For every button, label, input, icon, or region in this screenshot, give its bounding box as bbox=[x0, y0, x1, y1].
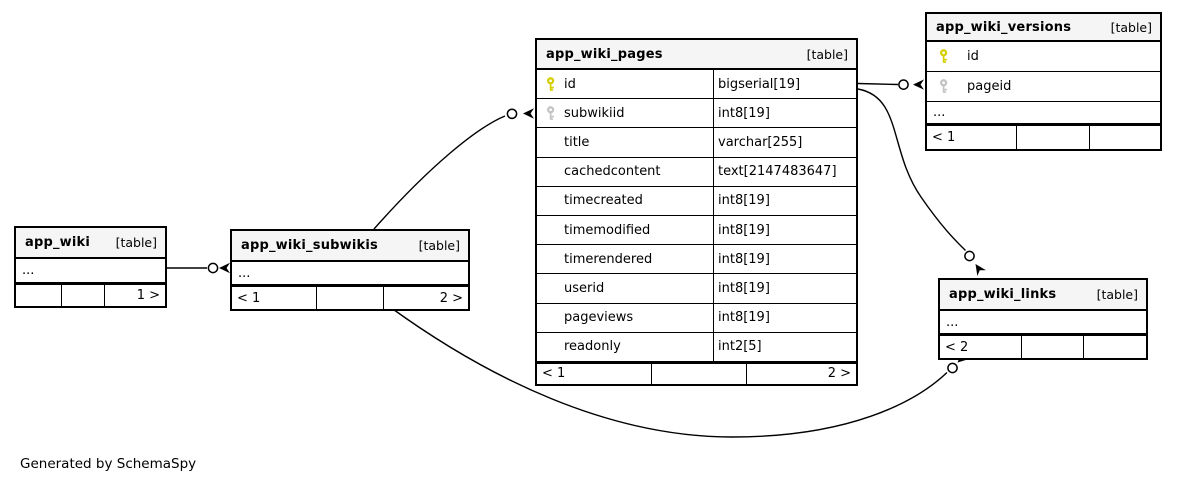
table-tag: [table] bbox=[418, 238, 460, 253]
column-name: userid bbox=[564, 280, 605, 296]
relation-pages-versions bbox=[857, 79, 924, 90]
table-footer: 1 > bbox=[16, 283, 165, 306]
table-footer: < 1 bbox=[927, 124, 1160, 149]
table-header-app-wiki-subwikis[interactable]: app_wiki_subwikis [table] bbox=[232, 231, 468, 262]
column-type: int8[19] bbox=[713, 303, 856, 332]
footer-spacer bbox=[62, 285, 105, 306]
table-header-app-wiki[interactable]: app_wiki [table] bbox=[16, 228, 165, 259]
table-footer: < 1 2 > bbox=[537, 361, 856, 384]
footer-children-count: 2 > bbox=[439, 290, 463, 306]
column-row-pageid: pageid bbox=[927, 72, 1160, 102]
column-type: int8[19] bbox=[713, 186, 856, 215]
column-row-subwikiid: subwikiid int8[19] bbox=[537, 99, 856, 129]
column-row-cachedcontent: cachedcontent text[2147483647] bbox=[537, 157, 856, 187]
column-name: timemodified bbox=[564, 222, 651, 238]
table-tag: [table] bbox=[1110, 19, 1152, 35]
table-header-app-wiki-links[interactable]: app_wiki_links [table] bbox=[940, 280, 1146, 311]
column-type: text[2147483647] bbox=[713, 157, 856, 186]
footer-children-count: 2 > bbox=[827, 366, 851, 382]
column-name: readonly bbox=[564, 339, 621, 355]
column-row-id: id bigserial[19] bbox=[537, 70, 856, 100]
table-app-wiki-subwikis: app_wiki_subwikis [table] ... < 1 2 > bbox=[230, 229, 470, 311]
column-name: id bbox=[564, 76, 576, 92]
column-type: int8[19] bbox=[713, 99, 856, 128]
table-header-app-wiki-versions[interactable]: app_wiki_versions [table] bbox=[927, 14, 1160, 42]
table-app-wiki-links: app_wiki_links [table] ... < 2 bbox=[938, 278, 1148, 360]
column-row-timerendered: timerendered int8[19] bbox=[537, 245, 856, 275]
column-row-userid: userid int8[19] bbox=[537, 274, 856, 304]
column-row-title: title varchar[255] bbox=[537, 128, 856, 158]
foreign-key-icon bbox=[927, 79, 967, 94]
column-row-pageviews: pageviews int8[19] bbox=[537, 303, 856, 333]
table-tag: [table] bbox=[806, 46, 848, 62]
hidden-columns-ellipsis: ... bbox=[232, 262, 468, 285]
generated-by-label: Generated by SchemaSpy bbox=[20, 456, 197, 472]
table-name: app_wiki_pages bbox=[546, 46, 663, 62]
footer-children-count bbox=[1084, 336, 1146, 358]
column-row-timecreated: timecreated int8[19] bbox=[537, 186, 856, 216]
table-app-wiki-versions: app_wiki_versions [table] id pageid ... … bbox=[925, 12, 1162, 151]
column-name: cachedcontent bbox=[564, 164, 661, 180]
column-name: pageviews bbox=[564, 310, 634, 326]
column-name: timerendered bbox=[564, 251, 653, 267]
column-name: subwikiid bbox=[564, 105, 625, 121]
table-name: app_wiki bbox=[25, 235, 91, 250]
hidden-columns-ellipsis: ... bbox=[16, 259, 165, 283]
footer-parents-count: < 1 bbox=[232, 287, 317, 309]
relation-wiki-subwikis bbox=[167, 262, 230, 274]
foreign-key-icon bbox=[537, 105, 564, 121]
table-header-app-wiki-pages[interactable]: app_wiki_pages [table] bbox=[537, 40, 856, 70]
footer-parents-count bbox=[16, 285, 62, 306]
table-name: app_wiki_subwikis bbox=[241, 238, 378, 253]
footer-spacer bbox=[317, 287, 384, 309]
table-footer: < 2 bbox=[940, 334, 1146, 358]
hidden-columns-ellipsis: ... bbox=[940, 311, 1146, 334]
table-name: app_wiki_links bbox=[949, 287, 1057, 302]
relation-pages-links bbox=[857, 88, 986, 277]
column-row-id: id bbox=[927, 42, 1160, 72]
column-row-timemodified: timemodified int8[19] bbox=[537, 215, 856, 246]
table-app-wiki-pages: app_wiki_pages [table] id bigserial[19] … bbox=[535, 38, 858, 386]
table-name: app_wiki_versions bbox=[936, 19, 1072, 35]
table-tag: [table] bbox=[1096, 287, 1138, 302]
column-name: id bbox=[967, 49, 979, 64]
footer-parents-count: < 1 bbox=[537, 363, 652, 384]
relation-subwikis-pages bbox=[373, 108, 534, 230]
table-tag: [table] bbox=[115, 235, 157, 250]
footer-children-count bbox=[1090, 126, 1160, 149]
footer-spacer bbox=[1017, 126, 1090, 149]
column-type: int8[19] bbox=[713, 274, 856, 303]
table-footer: < 1 2 > bbox=[232, 285, 468, 309]
footer-parents-count: < 2 bbox=[940, 336, 1022, 358]
footer-spacer bbox=[1022, 336, 1084, 358]
hidden-columns-ellipsis: ... bbox=[927, 102, 1160, 124]
column-type: int8[19] bbox=[713, 245, 856, 274]
column-type: varchar[255] bbox=[713, 128, 856, 157]
primary-key-icon bbox=[927, 49, 967, 64]
column-type: int2[5] bbox=[713, 332, 856, 361]
primary-key-icon bbox=[537, 76, 564, 92]
table-app-wiki: app_wiki [table] ... 1 > bbox=[14, 226, 167, 308]
column-name: title bbox=[564, 134, 590, 150]
footer-spacer bbox=[652, 363, 747, 384]
footer-parents-count: < 1 bbox=[927, 126, 1017, 149]
column-row-readonly: readonly int2[5] bbox=[537, 332, 856, 362]
footer-children-count: 1 > bbox=[136, 288, 160, 303]
column-type: bigserial[19] bbox=[713, 70, 856, 99]
column-name: timecreated bbox=[564, 193, 643, 209]
column-type: int8[19] bbox=[713, 215, 856, 245]
column-name: pageid bbox=[967, 79, 1012, 94]
